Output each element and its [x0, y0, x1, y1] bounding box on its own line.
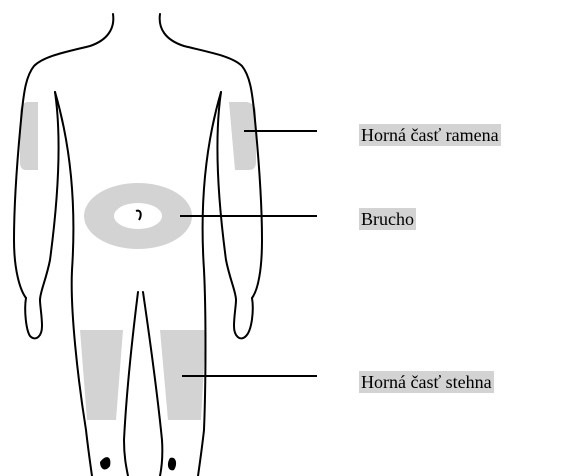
inner-leg-right [143, 292, 162, 476]
neck-shoulder-right [160, 14, 254, 110]
navel-exclusion-zone [114, 203, 162, 229]
knee-mark-right [168, 458, 176, 471]
upper-arm-label: Horná časť ramena [359, 124, 501, 146]
abdomen-label: Brucho [359, 208, 416, 230]
hand-left [25, 298, 42, 338]
arm-left-inner [40, 92, 59, 300]
torso-leg-left [55, 92, 92, 476]
hand-right [234, 298, 253, 338]
thigh-label: Horná časť stehna [359, 371, 494, 393]
inner-leg-left [124, 292, 138, 476]
thigh-zone-left [80, 330, 123, 420]
knee-mark-left [100, 457, 110, 469]
injection-zones [20, 102, 256, 420]
neck-shoulder-left [22, 14, 113, 110]
upper-arm-zone-right [229, 102, 256, 170]
